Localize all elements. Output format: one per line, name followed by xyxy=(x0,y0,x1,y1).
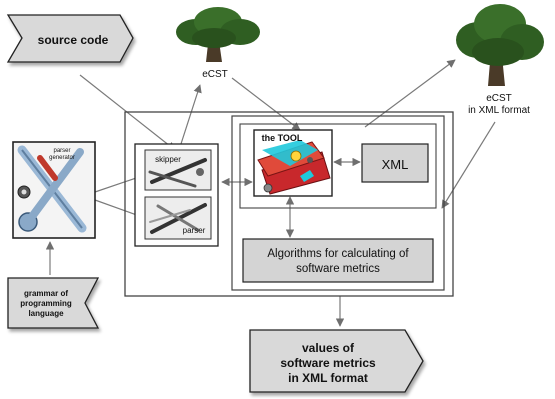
parser-generator-box: parser generator xyxy=(12,141,96,239)
source-code-shape xyxy=(6,14,134,63)
ecst-xml-label-line1: eCST xyxy=(486,93,512,104)
parser-generator-label-line1: parser xyxy=(53,148,70,154)
parser-generator-label-line2: generator xyxy=(49,155,75,161)
grammar-shape xyxy=(7,277,100,329)
wrench-screwdriver-icon xyxy=(17,145,87,233)
algorithms-box xyxy=(242,238,434,283)
output-label-line1: values of xyxy=(302,341,355,355)
tool-frame xyxy=(231,115,445,291)
toolbox-label: the TOOL xyxy=(262,133,303,143)
xml-box xyxy=(361,143,429,183)
xml-label: XML xyxy=(382,157,409,172)
output-shape xyxy=(249,329,424,393)
source-code-label: source code xyxy=(38,33,109,47)
algorithms-label-line1: Algorithms for calculating of xyxy=(267,248,409,260)
ecst-tree-icon xyxy=(176,7,260,62)
toolbox-icon xyxy=(257,140,331,195)
arrow-skipper-to-ecst xyxy=(179,84,202,148)
parser-tools-icon xyxy=(149,203,207,234)
skipper-parser-stack: skipper parser xyxy=(134,143,219,247)
parser-label: parser xyxy=(183,226,206,235)
ecst-xml-tree-icon xyxy=(456,4,544,86)
arrow-to-ecst-xml xyxy=(364,59,456,128)
output-label-line2: software metrics xyxy=(280,356,376,370)
toolbox: the TOOL xyxy=(253,129,333,197)
skipper-tools-icon xyxy=(148,158,207,188)
arrow-ecst-to-tool xyxy=(231,77,301,131)
output-label-line3: in XML format xyxy=(288,371,368,385)
arrow-ecst-xml-to-box xyxy=(441,121,496,209)
ecst-xml-label-line2: in XML format xyxy=(468,105,530,116)
system-frame xyxy=(124,111,454,297)
grammar-label-line3: language xyxy=(28,309,64,318)
tool-inner-frame xyxy=(239,123,437,209)
algorithms-label-line2: software metrics xyxy=(296,263,380,275)
ecst-label: eCST xyxy=(202,69,228,80)
grammar-label-line1: grammar of xyxy=(24,289,68,298)
skipper-label: skipper xyxy=(155,155,181,164)
grammar-label-line2: programming xyxy=(20,299,72,308)
